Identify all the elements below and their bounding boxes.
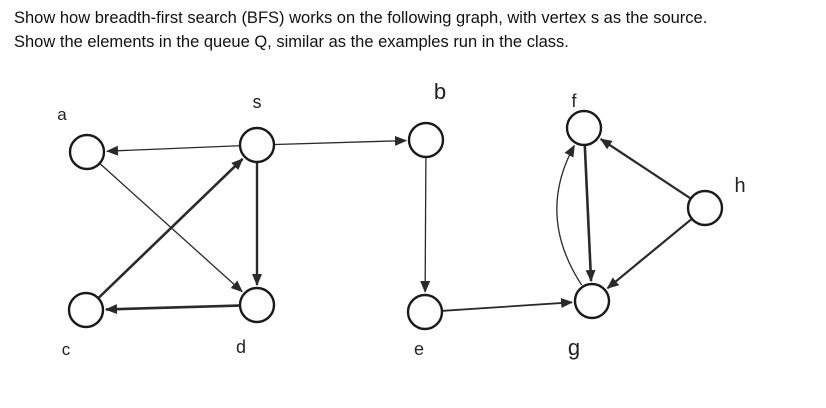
vertex-s <box>238 126 276 164</box>
edge-h-to-f <box>599 138 691 199</box>
vertex-a <box>68 133 106 171</box>
vertex-label-a: a <box>57 105 67 124</box>
nodes-layer <box>67 109 724 331</box>
vertex-label-e: e <box>414 339 424 359</box>
vertex-label-g: g <box>568 335 580 360</box>
edge-s-to-b <box>274 135 408 146</box>
vertex-label-f: f <box>571 91 577 111</box>
vertex-h <box>686 189 724 227</box>
edges-layer <box>98 135 692 315</box>
edge-s-to-a <box>105 145 240 156</box>
vertex-g <box>573 282 611 320</box>
vertex-f <box>565 109 603 147</box>
vertex-c <box>67 291 105 329</box>
vertex-d <box>238 286 276 324</box>
vertex-label-s: s <box>253 92 262 112</box>
edge-g-to-f <box>556 144 583 286</box>
edge-e-to-g <box>442 298 574 312</box>
question-text: Show how breadth-first search (BFS) work… <box>14 6 814 54</box>
edge-h-to-g <box>606 218 692 290</box>
vertex-b <box>407 121 445 159</box>
vertex-label-b: b <box>434 79 446 104</box>
vertex-label-h: h <box>734 175 745 197</box>
edge-b-to-e <box>420 157 431 294</box>
question-line-1: Show how breadth-first search (BFS) work… <box>14 9 708 27</box>
vertex-label-c: c <box>62 340 71 359</box>
edge-a-to-d <box>99 163 243 293</box>
vertex-e <box>406 293 444 331</box>
labels-layer: a s b f h c d e g <box>57 79 745 360</box>
vertex-label-d: d <box>236 337 246 357</box>
question-line-2: Show the elements in the queue Q, simila… <box>14 33 569 51</box>
edge-f-to-g <box>583 145 596 283</box>
edge-d-to-c <box>104 304 240 315</box>
